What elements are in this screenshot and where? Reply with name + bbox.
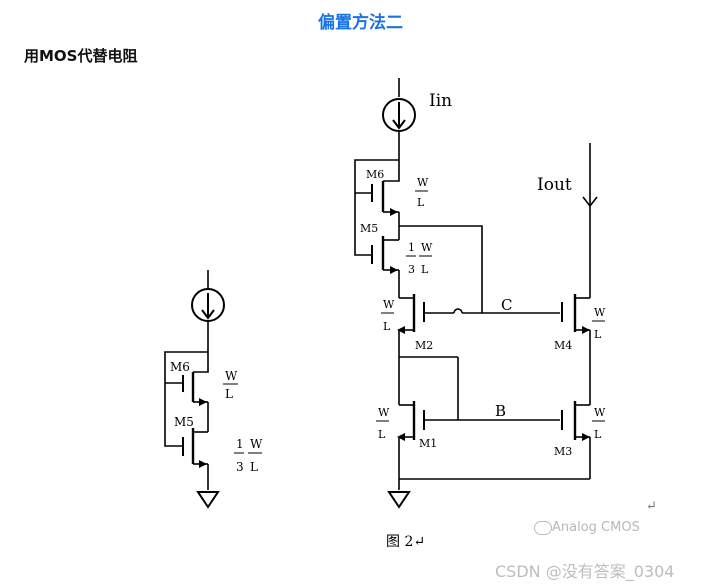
m3-label: M3	[554, 445, 572, 458]
m6-l: L	[417, 196, 425, 209]
left-m5-label: M5	[174, 415, 194, 429]
page-title: 偏置方法二	[318, 13, 403, 33]
wechat-icon	[534, 521, 552, 535]
m3-l: L	[594, 428, 602, 441]
left-l-bot: L	[250, 460, 258, 474]
left-circuit	[164, 270, 225, 509]
iout-label: Iout	[537, 175, 572, 195]
right-m6-label: M6	[366, 168, 384, 181]
return-mark: ↵	[646, 499, 657, 514]
node-c-label: C	[501, 296, 512, 314]
right-ground-icon	[387, 491, 411, 509]
left-l-top: L	[225, 387, 233, 401]
left-w-bot: W	[250, 437, 263, 451]
left-w-top: W	[225, 369, 238, 383]
iin-label: Iin	[429, 91, 452, 111]
m5-ratio-num: 1	[408, 241, 415, 254]
m4-label: M4	[554, 339, 572, 352]
section-subtitle: 用MOS代替电阻	[24, 47, 138, 65]
left-m6-label: M6	[170, 360, 190, 374]
right-m5-label: M5	[360, 222, 378, 235]
watermark-text: Analog CMOS	[552, 520, 640, 535]
m3-w: W	[594, 406, 606, 419]
m6-w: W	[417, 176, 429, 189]
m1-w: W	[378, 406, 390, 419]
csdn-watermark: CSDN @没有答案_0304	[495, 562, 675, 581]
figure-caption: 图 2↵	[386, 534, 425, 550]
m5-ratio-den: 3	[408, 263, 415, 276]
m4-l: L	[594, 328, 602, 341]
m1-l: L	[378, 428, 386, 441]
right-circuit	[354, 78, 598, 509]
left-ground-icon	[196, 491, 220, 509]
m5-w: W	[421, 241, 433, 254]
m2-w: W	[383, 298, 395, 311]
left-ratio-num: 1	[236, 437, 244, 451]
left-ratio-den: 3	[236, 460, 244, 474]
m1-label: M1	[419, 437, 437, 450]
node-b-label: B	[495, 402, 506, 420]
m2-l: L	[383, 320, 391, 333]
m5-l: L	[421, 263, 429, 276]
m4-w: W	[594, 306, 606, 319]
m2-label: M2	[415, 339, 433, 352]
